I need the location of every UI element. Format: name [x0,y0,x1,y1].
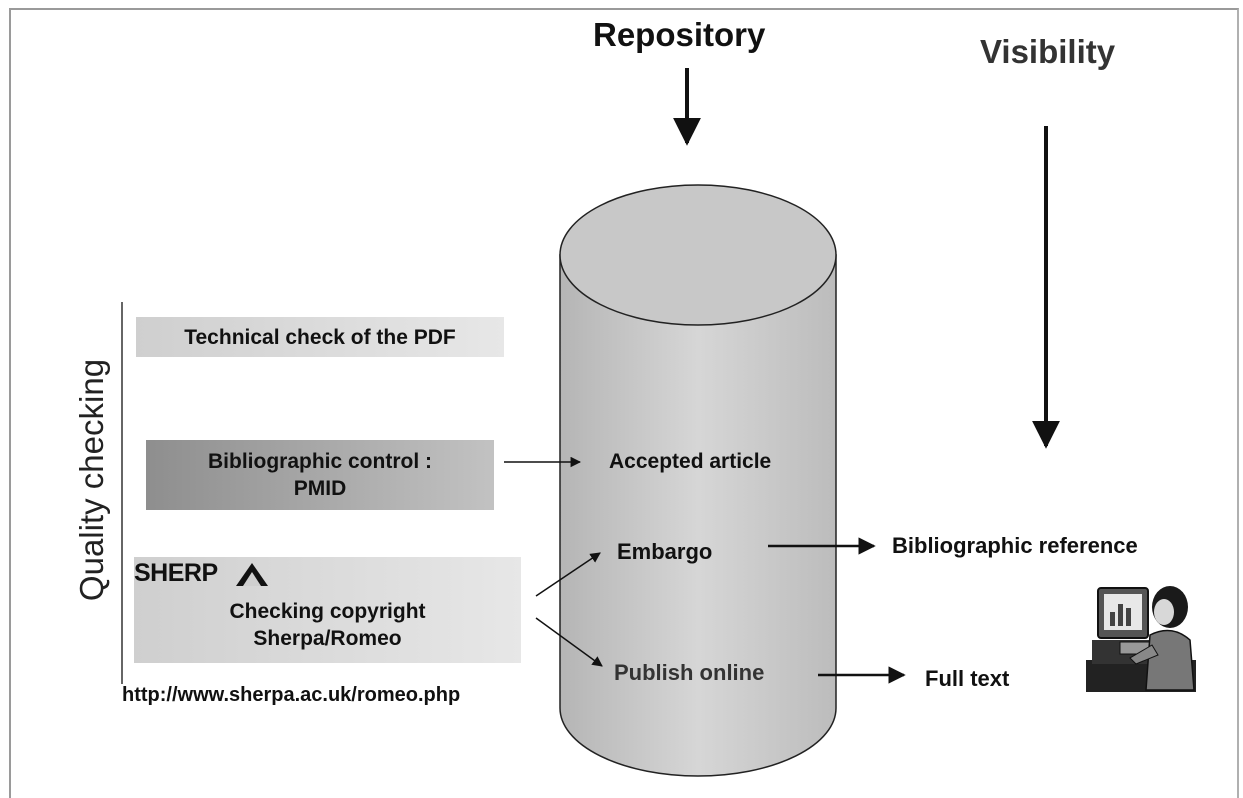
copyright-to-embargo-arrow [535,552,601,597]
sherpa-url: http://www.sherpa.ac.uk/romeo.php [122,684,461,706]
technical-check-box-bg [136,317,504,357]
sherpa-mountain-icon [236,563,268,586]
publish-online-label: Publish online [614,660,765,685]
embargo-label: Embargo [617,539,713,564]
sherpa-logo-text: SHERP [134,559,218,587]
bibliographic-reference-label: Bibliographic reference [892,533,1138,558]
technical-check-box: Technical check of the PDF [136,317,504,357]
diagram-frame [9,8,1239,798]
person-at-computer-icon [1086,586,1196,692]
full-text-label: Full text [925,666,1010,691]
repository-header: Repository [593,16,766,53]
copyright-box-bg [134,557,521,663]
copyright-line1: Checking copyright [229,600,426,623]
bibliographic-line2: PMID [293,477,347,500]
sherpa-logo: SHERP [134,558,218,588]
bibliographic-box-bg [146,440,494,510]
repository-cylinder [559,184,837,777]
bibliographic-control-box: Bibliographic control : PMID [146,440,494,510]
quality-checking-title: Quality checking [73,358,110,602]
visibility-header: Visibility [980,33,1116,70]
accepted-article-label: Accepted article [609,450,772,473]
copyright-to-publish-arrow [535,617,603,667]
bibliographic-line1: Bibliographic control : [208,450,432,473]
copyright-line2: Sherpa/Romeo [253,627,402,650]
technical-check-label: Technical check of the PDF [184,325,456,349]
copyright-check-box: Checking copyright Sherpa/Romeo [134,592,521,658]
